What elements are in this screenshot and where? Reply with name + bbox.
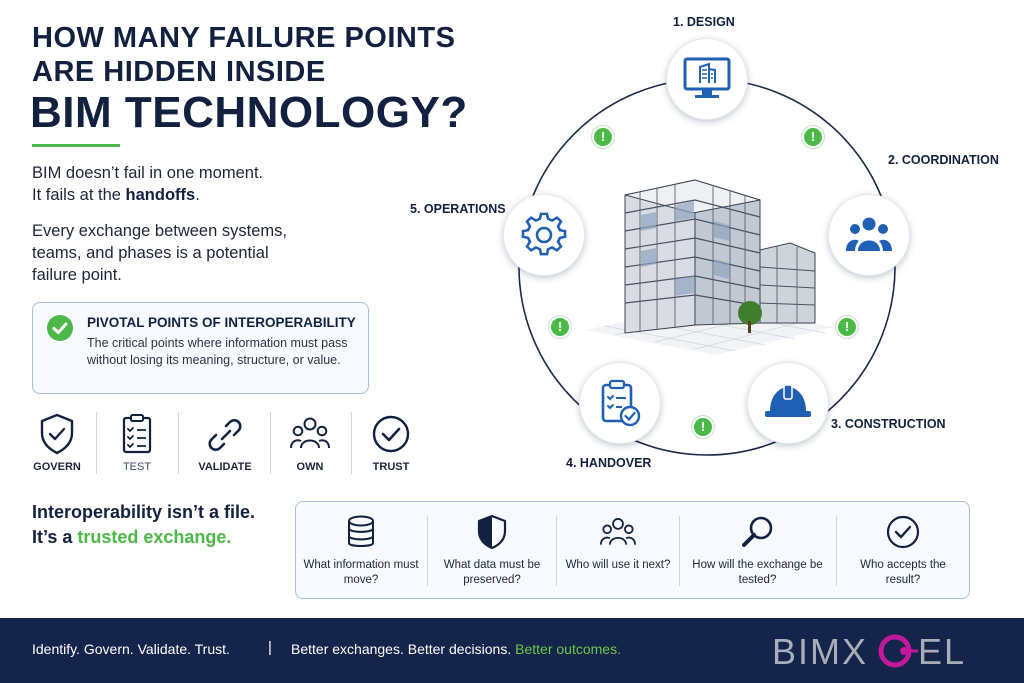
stage-label-handover: 4. HANDOVER (566, 456, 652, 470)
question-item: Who accepts the result? (837, 502, 969, 598)
alert-icon: ! (836, 316, 858, 338)
stage-construction (747, 362, 829, 444)
hard-hat-icon (765, 384, 811, 417)
pillar-row: GOVERN TEST VALIDATE OWN TRUST (22, 408, 422, 478)
pillar-label: GOVERN (33, 461, 81, 473)
title-underline (32, 144, 120, 147)
question-divider (679, 516, 680, 586)
tagline-line-1: Interoperability isn’t a file. (32, 502, 256, 522)
alert-icon: ! (592, 126, 614, 148)
intro-bold-handoffs: handoffs (125, 186, 196, 204)
question-item: What information must move? (296, 502, 426, 598)
question-text: Who will use it next? (565, 559, 671, 571)
pillar-validate: VALIDATE (190, 408, 260, 478)
intro-para-2-line-2: teams, and phases is a potential (32, 244, 269, 262)
question-divider (427, 516, 428, 586)
database-icon (348, 515, 374, 547)
tagline-line-2: It’s a trusted exchange. (32, 527, 232, 547)
svg-text:BIMX: BIMX (772, 631, 868, 671)
people-group-icon (846, 217, 892, 251)
pillar-divider (96, 412, 97, 474)
intro-para-2-line-3: failure point. (32, 266, 122, 284)
lifecycle-ring (518, 78, 896, 456)
stage-operations (503, 194, 585, 276)
shield-check-icon (40, 413, 74, 455)
pivotal-points-title: PIVOTAL POINTS OF INTEROPERABILITY (87, 315, 356, 330)
clipboard-check-icon (601, 379, 641, 427)
stage-label-operations: 5. OPERATIONS (410, 202, 506, 216)
pillar-label: TEST (122, 461, 152, 473)
questions-box: What information must move? What data mu… (295, 501, 970, 599)
pillar-label: VALIDATE (198, 461, 252, 473)
question-item: What data must be preserved? (428, 502, 556, 598)
pillar-divider (270, 412, 271, 474)
footer-separator: | (268, 639, 272, 656)
question-text: What information must move? (303, 559, 419, 586)
pillar-divider (178, 412, 179, 474)
alert-icon: ! (692, 416, 714, 438)
check-icon (47, 315, 73, 341)
building-illustration (585, 179, 835, 355)
stage-label-coordination: 2. COORDINATION (888, 153, 999, 167)
shield-icon (477, 514, 507, 550)
stage-label-construction: 3. CONSTRUCTION (831, 417, 946, 431)
title-line-1: HOW MANY FAILURE POINTS (32, 22, 456, 54)
pivotal-points-text: The critical points where information mu… (87, 336, 348, 367)
pivotal-points-box: PIVOTAL POINTS OF INTEROPERABILITY The c… (32, 302, 369, 394)
people-group-icon (600, 518, 636, 545)
pillar-trust: TRUST (356, 408, 426, 478)
svg-text:EL: EL (918, 631, 966, 671)
footer-outcomes: Better exchanges. Better decisions. Bett… (291, 641, 621, 657)
stage-coordination (828, 194, 910, 276)
monitor-building-icon (683, 57, 731, 98)
intro-para-2-line-1: Every exchange between systems, (32, 222, 287, 240)
alert-icon: ! (802, 126, 824, 148)
footer-bar: Identify. Govern. Validate. Trust. | Bet… (0, 618, 1024, 683)
pillar-label: OWN (296, 461, 324, 473)
intro-line-1: BIM doesn’t fail in one moment. (32, 164, 264, 182)
footer-motto: Identify. Govern. Validate. Trust. (32, 641, 230, 657)
pillar-govern: GOVERN (22, 408, 92, 478)
question-divider (836, 516, 837, 586)
question-text: What data must be preserved? (443, 559, 541, 586)
question-text: How will the exchange be tested? (692, 559, 823, 586)
check-circle-icon (886, 515, 920, 549)
people-group-icon (290, 417, 330, 449)
question-text: Who accepts the result? (860, 559, 946, 586)
pillar-own: OWN (275, 408, 345, 478)
stage-handover (579, 362, 661, 444)
alert-icon: ! (549, 316, 571, 338)
question-item: Who will use it next? (557, 502, 679, 598)
footer-highlight: Better outcomes. (515, 641, 621, 657)
bimxcel-logo: BIMX EL (772, 631, 966, 671)
pillar-divider (351, 412, 352, 474)
pillar-label: TRUST (372, 461, 410, 473)
tagline-highlight: trusted exchange. (77, 527, 232, 547)
intro-line-2: It fails at the handoffs. (32, 186, 200, 204)
check-circle-icon (372, 415, 410, 453)
question-divider (556, 516, 557, 586)
title-main: BIM TECHNOLOGY? (30, 88, 468, 137)
magnifier-icon (741, 516, 772, 547)
pillar-test: TEST (102, 408, 172, 478)
question-item: How will the exchange be tested? (680, 502, 835, 598)
title-line-2: ARE HIDDEN INSIDE (32, 56, 326, 88)
stage-label-design: 1. DESIGN (673, 15, 735, 29)
clipboard-checklist-icon (122, 414, 152, 454)
gear-icon (521, 212, 567, 256)
link-icon (208, 419, 242, 451)
stage-design (666, 38, 748, 120)
